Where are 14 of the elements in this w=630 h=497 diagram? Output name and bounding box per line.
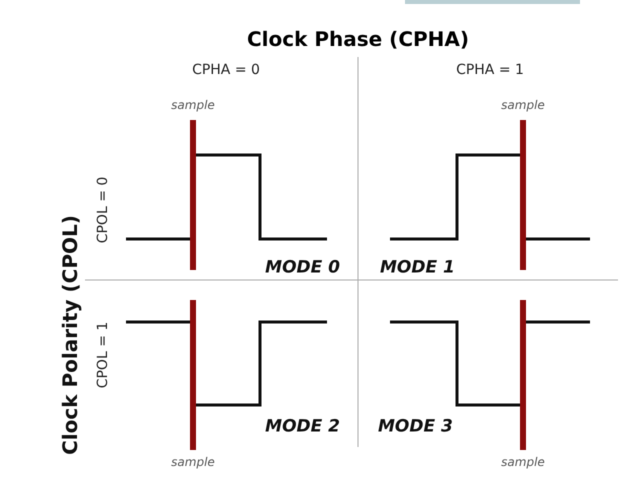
row-heading: CPOL = 1 bbox=[96, 322, 110, 388]
title: Clock Phase (CPHA) bbox=[246, 29, 470, 49]
mode-label: MODE 3 bbox=[378, 418, 453, 436]
axis-title: Clock Polarity (CPOL) bbox=[60, 215, 80, 455]
mode-label: MODE 2 bbox=[265, 418, 340, 436]
column-heading: CPHA = 0 bbox=[192, 63, 260, 77]
sample-label: sample bbox=[171, 99, 215, 111]
sample-label: sample bbox=[171, 456, 215, 468]
sample-label: sample bbox=[501, 99, 545, 111]
sample-label: sample bbox=[501, 456, 545, 468]
mode-label: MODE 1 bbox=[380, 260, 455, 276]
row-heading: CPOL = 0 bbox=[96, 176, 110, 244]
column-heading: CPHA = 1 bbox=[456, 63, 524, 77]
mode-label: MODE 0 bbox=[265, 260, 340, 276]
